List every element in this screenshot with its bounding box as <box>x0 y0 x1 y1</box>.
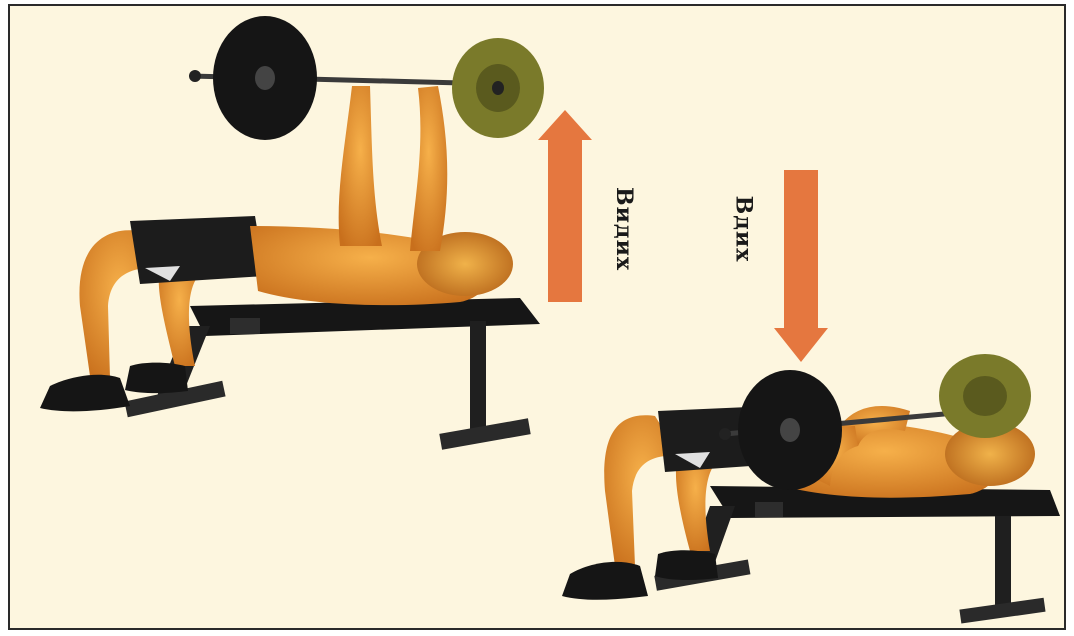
exhale-label: Видих <box>611 187 637 271</box>
illustration-frame: Видих Вдих <box>8 4 1066 630</box>
up-arrow-icon <box>538 110 592 302</box>
figure-arms-extended <box>40 16 544 450</box>
down-arrow-icon <box>774 170 828 362</box>
bench-right <box>654 486 1060 623</box>
figure-bar-lowered <box>562 354 1060 623</box>
inhale-label: Вдих <box>730 196 756 263</box>
bench-press-illustration <box>10 6 1064 628</box>
